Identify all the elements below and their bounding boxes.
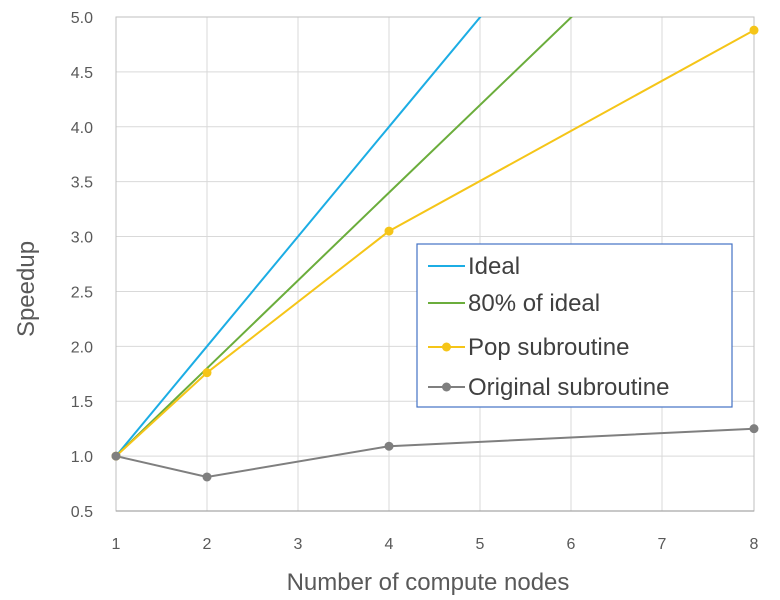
y-tick-label: 3.0 [71, 230, 93, 247]
series-line-2 [116, 17, 573, 457]
legend-marker-4 [442, 382, 451, 392]
x-tick-label: 7 [658, 536, 667, 553]
series-point-4 [111, 451, 121, 461]
legend-label-1: Ideal [468, 253, 520, 280]
series-point-3 [384, 226, 394, 236]
y-tick-label: 2.5 [71, 284, 93, 301]
y-tick-label: 4.5 [71, 65, 93, 82]
x-tick-label: 3 [294, 536, 303, 553]
y-tick-label: 3.5 [71, 175, 93, 192]
series-point-4 [749, 424, 759, 434]
x-tick-label: 2 [203, 536, 212, 553]
series-point-3 [749, 25, 759, 35]
x-axis-title: Number of compute nodes [287, 569, 570, 596]
y-tick-label: 1.0 [71, 449, 93, 466]
x-tick-label: 5 [476, 536, 485, 553]
series-line-3 [116, 29, 754, 457]
legend-label-3: Pop subroutine [468, 334, 629, 361]
y-tick-label: 2.0 [71, 339, 93, 356]
tick-labels: 0.5 1.0 1.5 2.0 2.5 3.0 3.5 4.0 4.5 5.0 1 2 3 4 5 6 7 8 [71, 10, 759, 553]
x-tick-label: 4 [385, 536, 394, 553]
legend-marker-3 [442, 342, 451, 352]
legend-label-4: Original subroutine [468, 374, 669, 401]
series-line-4 [116, 427, 754, 479]
series-point-4 [384, 441, 394, 451]
x-tick-label: 6 [567, 536, 576, 553]
series-point-3 [202, 368, 212, 378]
y-tick-label: 1.5 [71, 394, 93, 411]
y-tick-label: 5.0 [71, 10, 93, 27]
series-layer [116, 17, 754, 479]
x-tick-label: 8 [750, 536, 759, 553]
legend-box [416, 243, 733, 408]
series-line-1 [116, 17, 482, 457]
markers-layer [111, 25, 759, 482]
legend-label-2: 80% of ideal [468, 290, 600, 317]
y-tick-label: 0.5 [71, 504, 93, 521]
series-point-4 [202, 472, 212, 482]
y-axis-title: Speedup [13, 241, 40, 337]
plot-frame [115, 16, 755, 512]
y-tick-label: 4.0 [71, 120, 93, 137]
x-tick-label: 1 [112, 536, 121, 553]
